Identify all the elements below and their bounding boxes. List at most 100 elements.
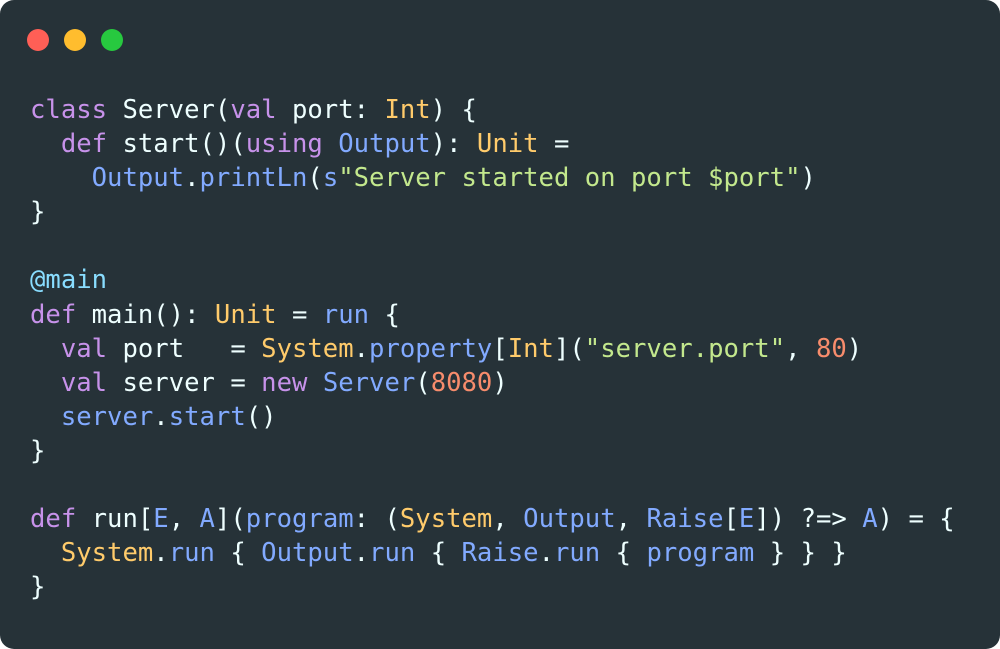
code-token: Output — [523, 504, 616, 535]
code-line: def run[E, A](program: (System, Output, … — [30, 502, 955, 536]
code-token: } — [30, 572, 46, 603]
code-token — [323, 129, 338, 159]
code-line: @main — [30, 263, 955, 297]
code-token: = — [538, 129, 570, 160]
code-token: = — [276, 299, 323, 330]
code-line: } — [30, 570, 955, 604]
code-token: System — [60, 538, 154, 569]
code-token: } — [30, 197, 46, 228]
code-token: E — [738, 504, 755, 535]
code-token — [30, 334, 61, 364]
code-token: . — [184, 163, 200, 194]
code-block: class Server(val port: Int) { def start(… — [30, 93, 955, 604]
code-token: new — [261, 367, 308, 398]
code-token: System — [399, 504, 493, 535]
code-token: val — [60, 333, 108, 364]
zoom-button[interactable] — [101, 29, 123, 51]
code-line — [30, 229, 955, 263]
code-token: } } } — [754, 538, 847, 569]
code-token: 80 — [815, 333, 847, 364]
code-token: run — [168, 538, 215, 569]
code-token: Output — [91, 163, 185, 194]
close-button[interactable] — [27, 29, 49, 51]
code-token: def — [30, 299, 77, 330]
code-line: def start()(using Output): Unit = — [30, 127, 955, 161]
code-token: Server( — [107, 95, 231, 125]
code-token: run — [369, 538, 416, 569]
code-token: program — [245, 504, 354, 535]
code-token: . — [353, 538, 370, 569]
code-token: printLn — [199, 163, 308, 194]
code-token: 8080 — [430, 367, 493, 398]
code-line: System.run { Output.run { Raise.run { pr… — [30, 536, 955, 570]
code-token: "server.port" — [584, 333, 786, 364]
code-token: ( — [415, 367, 431, 398]
code-token: ]( — [214, 504, 246, 535]
code-token: class — [30, 95, 108, 125]
code-line: val port = System.property[Int]("server.… — [30, 332, 955, 366]
code-token: ]) ?=> — [754, 504, 863, 535]
code-token: . — [353, 333, 370, 364]
code-line: def main(): Unit = run { — [30, 298, 955, 332]
code-token: . — [153, 401, 169, 432]
code-token — [30, 368, 61, 398]
code-token: def — [30, 504, 77, 535]
code-token: . — [538, 538, 554, 569]
code-token: program — [646, 538, 755, 569]
code-token: ): — [430, 129, 477, 160]
code-token: port = — [107, 333, 262, 364]
code-line: server.start() — [30, 400, 955, 434]
code-token: val — [230, 95, 277, 125]
code-token: A — [862, 504, 878, 535]
code-token: property — [369, 333, 493, 364]
code-token: ) — [800, 163, 816, 194]
code-token: Server — [322, 367, 416, 398]
code-line: } — [30, 195, 955, 229]
code-token: port: — [276, 95, 385, 125]
code-token: s — [322, 163, 339, 194]
code-line: val server = new Server(8080) — [30, 366, 955, 400]
code-token: E — [153, 504, 169, 535]
code-token: ) — [492, 367, 508, 398]
code-token — [30, 163, 92, 193]
code-token: run[ — [76, 504, 154, 535]
code-token: ( — [307, 163, 323, 194]
code-token: Unit — [476, 129, 539, 160]
code-token: start()( — [107, 129, 246, 160]
code-token: main(): — [76, 299, 215, 330]
code-token: System — [261, 333, 354, 364]
code-token — [30, 402, 61, 432]
code-token: . — [153, 538, 169, 569]
code-token: Output — [261, 538, 354, 569]
code-token: ]( — [553, 333, 585, 364]
code-line: } — [30, 434, 955, 468]
code-token: val — [60, 367, 108, 398]
code-token: () — [245, 401, 277, 432]
code-token — [307, 368, 322, 398]
code-token: Raise — [461, 538, 539, 569]
code-token: : ( — [353, 504, 400, 535]
code-token: run — [322, 299, 370, 330]
code-token: run — [553, 538, 601, 569]
code-token: start — [168, 401, 246, 432]
code-token: "Server started on port $port" — [338, 163, 801, 194]
minimize-button[interactable] — [64, 29, 86, 51]
code-token — [30, 129, 61, 159]
code-token: ) { — [430, 95, 477, 125]
code-token: { — [214, 538, 262, 569]
code-line: Output.printLn(s"Server started on port … — [30, 161, 955, 195]
code-token: , — [168, 504, 200, 535]
code-token: Int — [507, 333, 554, 364]
code-token — [30, 538, 61, 568]
code-token: [ — [723, 504, 739, 535]
code-token: Int — [384, 95, 431, 125]
code-token: server — [60, 401, 154, 432]
code-token: { — [369, 299, 400, 330]
code-token: Unit — [214, 299, 277, 330]
code-token: { — [600, 538, 647, 569]
code-token: , — [615, 504, 647, 535]
code-token: Raise — [646, 504, 724, 535]
code-token: A — [199, 504, 215, 535]
code-token: using — [245, 129, 323, 160]
